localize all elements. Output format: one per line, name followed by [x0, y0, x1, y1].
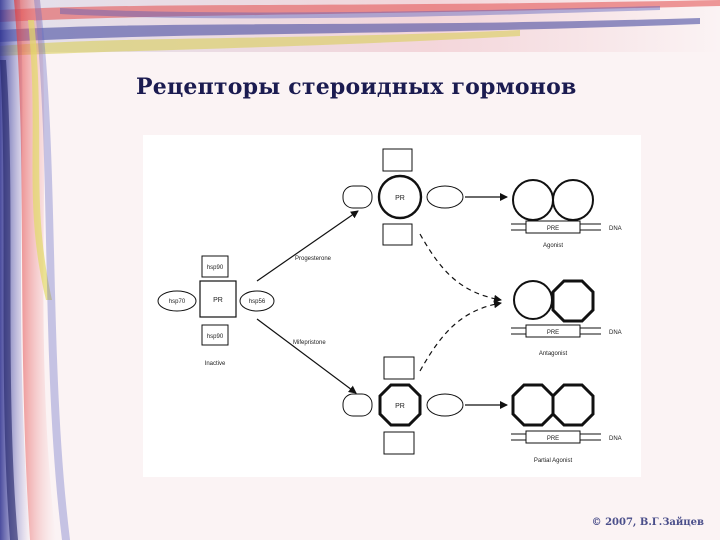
top-streak-yellow: [0, 30, 520, 56]
antagonist-pre-box: [525, 324, 581, 338]
hsp90-top-box: [201, 255, 229, 278]
left-streak-blue-2: [34, 0, 70, 540]
lower-receptor-top-box: [383, 356, 415, 380]
partial-octagon-left: [511, 383, 555, 427]
lower-receptor-complex: PR: [342, 356, 464, 455]
upper-pr-label: PR: [395, 195, 405, 202]
hsp56-ellipse: [239, 290, 275, 312]
hsp70-ellipse: [157, 290, 197, 312]
mifepristone-label: Mifepristone: [293, 340, 326, 346]
top-streak-blue: [0, 18, 700, 42]
partial-caption: Partial Agonist: [534, 458, 573, 464]
lower-right-ligand: [426, 393, 464, 417]
hsp70-label: hsp70: [169, 299, 186, 305]
upper-receptor-top-box: [382, 148, 413, 172]
lower-left-ligand: [342, 393, 373, 417]
progesterone-arrow: [256, 210, 359, 282]
hsp90-top-label: hsp90: [207, 265, 224, 271]
agonist-caption: Agonist: [543, 243, 563, 249]
hsp56-label: hsp56: [249, 299, 266, 305]
receptor-diagram: hsp90 PR hsp90 hsp70 hsp56 Inactive Prog…: [143, 135, 641, 477]
dashed-arrow-upper: [419, 233, 502, 303]
lower-receptor-bottom-box: [383, 431, 415, 455]
antagonist-caption: Antagonist: [539, 351, 568, 357]
agonist-pre-box: [525, 220, 581, 234]
top-streak-red: [0, 0, 720, 22]
inactive-caption: Inactive: [205, 361, 226, 367]
antagonist-circle: [513, 280, 553, 320]
copyright-text: © 2007, В.Г.Зайцев: [591, 517, 704, 528]
agonist-complex: PRE DNA Agonist: [511, 179, 622, 249]
slide-title: Рецепторы стероидных гормонов: [136, 74, 577, 100]
upper-pr-circle: [377, 174, 423, 220]
lower-pr-label: PR: [395, 403, 405, 410]
upper-left-ligand: [342, 185, 373, 209]
partial-agonist-complex: PRE DNA Partial Agonist: [511, 383, 622, 464]
hsp90-bottom-box: [201, 324, 229, 346]
agonist-circle-left: [512, 179, 554, 221]
left-streak-dark: [0, 60, 18, 540]
left-streak-red: [14, 0, 56, 540]
antagonist-complex: PRE DNA Antagonist: [511, 279, 622, 357]
inactive-complex: hsp90 PR hsp90 hsp70 hsp56 Inactive: [157, 255, 275, 367]
upper-receptor-bottom-box: [382, 223, 413, 246]
upper-receptor-complex: PR: [342, 148, 464, 246]
partial-pre-box: [525, 430, 581, 444]
top-streak-blue-2: [60, 6, 660, 19]
pr-inactive-label: PR: [213, 297, 223, 304]
dashed-arrow-lower: [419, 300, 502, 372]
agonist-dna-label: DNA: [609, 226, 622, 232]
left-streak-yellow: [28, 20, 52, 300]
partial-pre-label: PRE: [547, 436, 559, 442]
hsp90-bottom-label: hsp90: [207, 334, 224, 340]
pr-inactive-box: [199, 280, 237, 318]
upper-right-ligand: [426, 185, 464, 209]
progesterone-label: Progesterone: [295, 256, 332, 262]
partial-octagon-right: [551, 383, 595, 427]
mifepristone-arrow: [256, 318, 357, 394]
agonist-pre-label: PRE: [547, 226, 559, 232]
antagonist-pre-label: PRE: [547, 330, 559, 336]
antagonist-dna-label: DNA: [609, 330, 622, 336]
agonist-circle-right: [552, 179, 594, 221]
antagonist-octagon: [551, 279, 595, 323]
partial-dna-label: DNA: [609, 436, 622, 442]
lower-pr-octagon: [378, 383, 422, 427]
diagram-canvas: hsp90 PR hsp90 hsp70 hsp56 Inactive Prog…: [157, 148, 622, 464]
